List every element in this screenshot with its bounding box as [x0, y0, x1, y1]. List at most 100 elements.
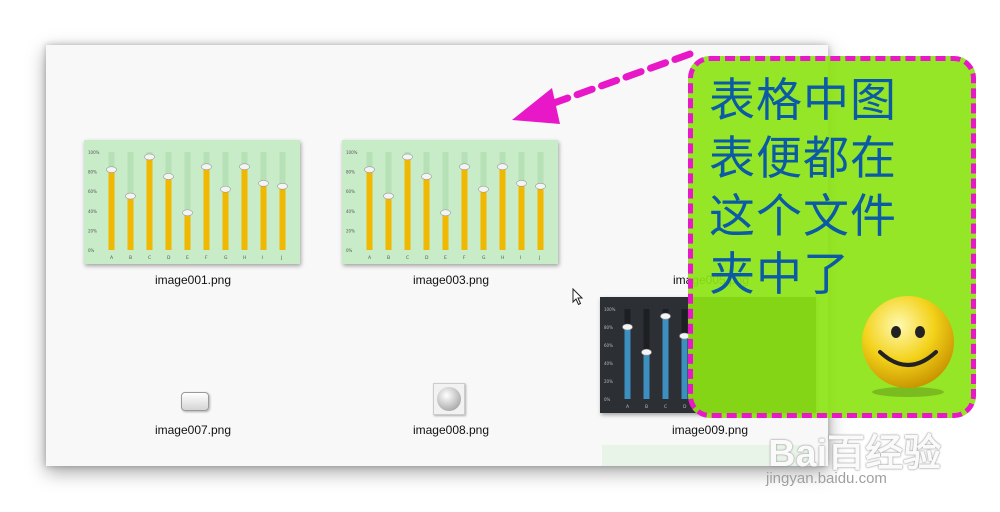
bar: [203, 166, 210, 250]
slider-knob: [220, 185, 231, 193]
x-tick-label: J: [538, 255, 540, 261]
bar: [108, 169, 115, 250]
x-tick-label: D: [425, 255, 429, 261]
x-tick-label: J: [280, 255, 282, 261]
bar: [222, 189, 229, 250]
slider-knob: [383, 192, 394, 200]
x-tick-label: E: [444, 255, 447, 261]
disc-image-icon: [433, 383, 465, 415]
x-tick-label: A: [626, 404, 630, 410]
bar: [146, 156, 153, 250]
x-tick-label: B: [387, 255, 390, 261]
x-tick-label: B: [645, 404, 648, 410]
y-tick-label: 60%: [604, 343, 613, 348]
slider-knob: [182, 209, 193, 217]
bar: [624, 327, 631, 399]
y-tick-label: 100%: [604, 307, 616, 312]
bar: [643, 352, 650, 399]
x-tick-label: I: [520, 255, 521, 261]
file-name: image008.png: [412, 423, 490, 437]
y-tick-label: 80%: [88, 170, 97, 175]
x-tick-label: D: [167, 255, 171, 261]
y-tick-label: 20%: [604, 379, 613, 384]
bar: [241, 166, 248, 250]
file-name: image001.png: [154, 273, 232, 287]
button-image-icon: [181, 392, 209, 411]
y-tick-label: 60%: [88, 189, 97, 194]
y-tick-label: 100%: [88, 150, 100, 155]
smiley-face-icon: [862, 296, 954, 397]
bar: [366, 169, 373, 250]
bar: [442, 212, 449, 250]
x-tick-label: F: [463, 255, 466, 261]
slider-knob: [106, 166, 117, 173]
x-tick-label: A: [110, 255, 114, 261]
x-tick-label: B: [129, 255, 132, 261]
watermark-url: jingyan.baidu.com: [766, 470, 887, 487]
slider-knob: [239, 163, 250, 171]
callout-text: 表格中图表便都在这个文件夹中了: [709, 73, 897, 301]
y-tick-label: 0%: [346, 248, 353, 253]
bar: [480, 189, 487, 250]
partial-thumbnail: [602, 445, 812, 466]
mouse-cursor-icon: [572, 288, 584, 306]
slider-knob: [660, 312, 671, 320]
bar-track: [442, 152, 449, 250]
file-item-image008[interactable]: image008.png: [342, 383, 560, 443]
bar: [127, 196, 134, 250]
bar: [423, 176, 430, 250]
slider-knob: [497, 163, 508, 171]
slider-knob: [478, 185, 489, 193]
slider-knob: [402, 153, 413, 161]
bar: [404, 156, 411, 250]
bar: [537, 186, 544, 250]
x-tick-label: H: [501, 255, 504, 261]
slider-knob: [421, 173, 432, 180]
y-tick-label: 80%: [346, 170, 355, 175]
y-tick-label: 20%: [346, 228, 355, 233]
slider-knob: [535, 182, 546, 190]
y-tick-label: 80%: [604, 325, 613, 330]
slider-knob: [125, 192, 136, 200]
pointer-arrow-icon: [512, 50, 694, 124]
file-name: image007.png: [154, 423, 232, 437]
file-name: image009.png: [671, 423, 749, 437]
bar: [279, 186, 286, 250]
x-tick-label: E: [186, 255, 189, 261]
slider-knob: [144, 153, 155, 161]
file-name: image003.png: [412, 273, 490, 287]
slider-knob: [459, 163, 470, 171]
y-tick-label: 40%: [346, 209, 355, 214]
x-tick-label: C: [664, 404, 667, 410]
slider-knob: [277, 182, 288, 190]
bar: [518, 183, 525, 250]
bar: [681, 336, 688, 399]
file-item-image007[interactable]: image007.png: [84, 383, 302, 443]
x-tick-label: C: [148, 255, 151, 261]
bar: [184, 212, 191, 250]
y-tick-label: 40%: [604, 361, 613, 366]
watermark-brand: Bai百经验: [768, 433, 942, 475]
bar: [165, 176, 172, 250]
bar: [260, 183, 267, 250]
slider-knob: [201, 163, 212, 171]
bar: [662, 316, 669, 399]
y-tick-label: 20%: [88, 228, 97, 233]
slider-knob: [364, 166, 375, 173]
x-tick-label: D: [683, 404, 687, 410]
x-tick-label: F: [205, 255, 208, 261]
x-tick-label: G: [224, 255, 228, 261]
y-tick-label: 40%: [88, 209, 97, 214]
x-tick-label: C: [406, 255, 409, 261]
slider-knob: [622, 323, 633, 331]
bar-track: [184, 152, 191, 250]
bar: [461, 166, 468, 250]
y-tick-label: 60%: [346, 189, 355, 194]
slider-knob: [163, 173, 174, 180]
